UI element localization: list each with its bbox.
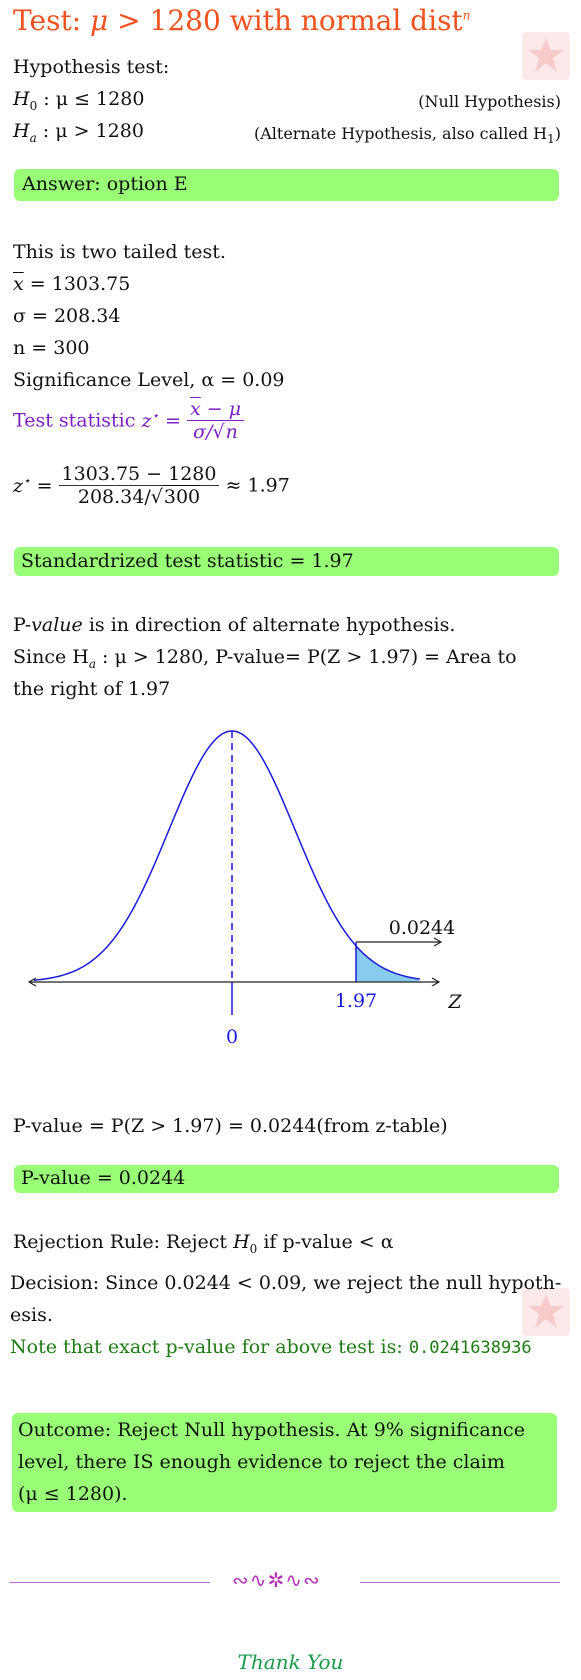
formula-fraction: x − μ σ/√n xyxy=(187,398,245,443)
z-axis-label: Z xyxy=(447,991,462,1013)
h0-symbol: H xyxy=(13,88,30,110)
xbar-symbol: x xyxy=(13,273,24,295)
sig-label: Significance Level, xyxy=(13,369,196,391)
divider-left xyxy=(10,1582,210,1583)
alternate-hypothesis-label: (Alternate Hypothesis, also called H1) xyxy=(254,124,561,146)
since-text: Since H xyxy=(13,646,89,668)
standardized-text: Standardrized test statistic = 1.97 xyxy=(21,550,354,572)
since-sub: a xyxy=(88,656,96,671)
decision-line-1: Decision: Since 0.0244 < 0.09, we reject… xyxy=(10,1272,562,1294)
comp-zstar: z⋆ = xyxy=(13,473,53,498)
alpha-value: α = 0.09 xyxy=(201,369,285,391)
pvalue-box: P-value = 0.0244 xyxy=(14,1165,559,1193)
pvalue-rest: is in direction of alternate hypothesis. xyxy=(82,614,456,636)
null-hypothesis: H0 : μ ≤ 1280 xyxy=(13,88,144,113)
title-value: 1280 xyxy=(149,4,221,37)
ha-label-end: ) xyxy=(554,124,561,143)
rejection-suffix: if p-value < α xyxy=(263,1231,394,1253)
ha-sub: a xyxy=(29,130,37,145)
normal-curve xyxy=(33,730,421,981)
title-gt: > xyxy=(117,4,141,37)
normal-distribution-chart: 0.0244 1.97 Z 0 xyxy=(27,730,462,1048)
axis-right-arrow xyxy=(431,977,441,987)
ha-label-sub: 1 xyxy=(547,132,555,147)
hypothesis-heading: Hypothesis test: xyxy=(13,56,170,78)
zstar-computation: z⋆ = 1303.75 − 1280 208.34/√300 ≈ 1.97 xyxy=(13,463,290,508)
std-dev: σ = 208.34 xyxy=(13,305,121,327)
sample-size: n = 300 xyxy=(13,337,90,359)
title-mu: μ xyxy=(90,4,109,37)
ornament-icon: ∾∿✲∿∾ xyxy=(232,1568,321,1592)
axis-left-arrow xyxy=(27,977,37,987)
watermark-star-icon xyxy=(522,32,570,80)
note-text: Note that exact p-value for above test i… xyxy=(10,1336,403,1358)
right-tail-shade xyxy=(356,945,420,982)
divider-right xyxy=(360,1582,560,1583)
sample-mean: x = 1303.75 xyxy=(13,273,130,295)
formula-z: z xyxy=(141,410,152,433)
significance-level: Significance Level, α = 0.09 xyxy=(13,369,285,391)
pvalue-direction: P-value is in direction of alternate hyp… xyxy=(13,614,455,636)
formula-den-sigma: σ/ xyxy=(193,421,213,443)
formula-num-rest: − μ xyxy=(200,398,242,420)
title-suffix: with normal dist xyxy=(229,4,463,37)
pvalue-line: P-value = P(Z > 1.97) = 0.0244(from z-ta… xyxy=(13,1115,448,1137)
area-pointer-arrowhead xyxy=(433,937,443,947)
page-title: Test: μ > 1280 with normal distn xyxy=(13,4,470,37)
comp-approx: ≈ 1.97 xyxy=(225,474,290,497)
pvalue-italic: value xyxy=(31,614,83,636)
comp-z: z xyxy=(13,475,24,498)
h0-expression: : μ ≤ 1280 xyxy=(43,88,145,110)
title-sup: n xyxy=(462,8,471,23)
tailed-statement: This is two tailed test. xyxy=(13,241,226,263)
mean-label: 0 xyxy=(226,1026,238,1048)
standardized-box: Standardrized test statistic = 1.97 xyxy=(14,547,559,576)
comp-den-b: 300 xyxy=(162,485,201,508)
comp-numerator: 1303.75 − 1280 xyxy=(58,463,220,486)
pvalue-box-text: P-value = 0.0244 xyxy=(21,1167,186,1189)
alternate-hypothesis: Ha : μ > 1280 xyxy=(13,120,144,145)
formula-zstar: z⋆ = xyxy=(141,408,181,433)
rejection-h-sub: 0 xyxy=(249,1241,258,1256)
test-statistic-formula: Test statistic z⋆ = x − μ σ/√n xyxy=(13,398,245,443)
outcome-line-2: level, there IS enough evidence to rejec… xyxy=(18,1451,505,1473)
area-label: 0.0244 xyxy=(389,917,455,939)
rejection-rule: Rejection Rule: Reject H0 if p-value < α xyxy=(13,1231,394,1256)
since-rest: : μ > 1280, P-value= P(Z > 1.97) = Area … xyxy=(95,646,517,668)
comp-fraction: 1303.75 − 1280 208.34/√300 xyxy=(58,463,220,508)
critical-z-label: 1.97 xyxy=(335,990,377,1012)
rejection-prefix: Rejection Rule: Reject xyxy=(13,1231,228,1253)
thank-you: Thank You xyxy=(237,1650,344,1674)
ha-symbol: H xyxy=(13,120,30,142)
formula-den-n: n xyxy=(224,420,238,443)
ha-label-text: (Alternate Hypothesis, also called H xyxy=(253,124,548,143)
watermark-star-icon-2 xyxy=(522,1288,570,1336)
formula-label: Test statistic xyxy=(13,409,136,432)
h0-sub: 0 xyxy=(29,98,38,113)
pvalue-area: the right of 1.97 xyxy=(13,678,171,700)
decision-line-2: esis. xyxy=(10,1304,53,1326)
title-prefix: Test: xyxy=(13,4,82,37)
formula-num-x: x xyxy=(190,398,201,420)
outcome-line-3: (μ ≤ 1280). xyxy=(18,1483,128,1505)
ha-expression: : μ > 1280 xyxy=(42,120,144,142)
pvalue-since: Since Ha : μ > 1280, P-value= P(Z > 1.97… xyxy=(13,646,517,671)
note-value: 0.0241638936 xyxy=(408,1338,532,1358)
answer-box: Answer: option E xyxy=(14,169,559,201)
pvalue-p: P- xyxy=(13,614,32,636)
exact-pvalue-note: Note that exact p-value for above test i… xyxy=(10,1336,532,1358)
null-hypothesis-label: (Null Hypothesis) xyxy=(418,92,561,111)
outcome-line-1: Outcome: Reject Null hypothesis. At 9% s… xyxy=(18,1419,525,1441)
comp-den-a: 208.34/ xyxy=(77,486,151,508)
xbar-value: = 1303.75 xyxy=(29,273,131,295)
rejection-h: H xyxy=(233,1231,250,1253)
answer-text: Answer: option E xyxy=(22,173,188,195)
outcome-box: Outcome: Reject Null hypothesis. At 9% s… xyxy=(12,1413,557,1512)
